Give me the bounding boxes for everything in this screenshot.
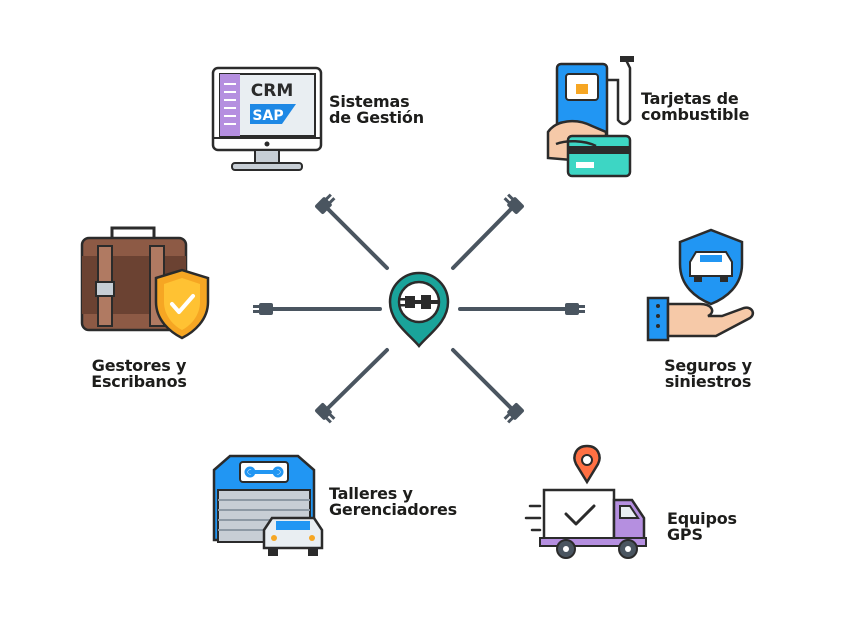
screen-title-crm: CRM bbox=[251, 81, 293, 101]
plug-end-top-right bbox=[503, 193, 524, 214]
insurance-hand-car-icon bbox=[646, 228, 755, 342]
label-equipos-gps: Equipos GPS bbox=[667, 511, 737, 543]
briefcase-shield-icon bbox=[80, 226, 210, 340]
label-line-2: Escribanos bbox=[91, 372, 187, 391]
screen-subtitle-sap: SAP bbox=[252, 108, 283, 124]
connector-line-bottom-left bbox=[322, 348, 389, 414]
gps-truck-icon bbox=[524, 444, 647, 559]
label-line-1: Talleres y bbox=[329, 484, 413, 503]
label-line-1: Equipos bbox=[667, 509, 737, 528]
label-line-2: siniestros bbox=[664, 372, 752, 391]
plug-end-right bbox=[565, 303, 585, 315]
fuel-card-icon bbox=[546, 56, 634, 178]
connector-line-bottom-right bbox=[451, 348, 517, 414]
plug-end-bottom-right bbox=[503, 403, 524, 424]
label-seguros-y-siniestros: Seguros y siniestros bbox=[650, 358, 766, 390]
monitor-crm-sap-icon: CRM SAP bbox=[211, 66, 323, 171]
plug-end-left bbox=[253, 303, 273, 315]
label-line-2: de Gestión bbox=[329, 108, 424, 127]
connector-line-top-left bbox=[322, 203, 389, 270]
connector-line-top-right bbox=[451, 203, 517, 270]
label-sistemas-de-gestion: Sistemas de Gestión bbox=[329, 94, 424, 126]
label-line-1: Gestores y bbox=[91, 356, 187, 375]
garage-car-icon bbox=[212, 454, 324, 556]
label-gestores-y-escribanos: Gestores y Escribanos bbox=[80, 358, 198, 390]
label-line-2: combustible bbox=[641, 105, 750, 124]
plug-end-top-left bbox=[315, 193, 336, 214]
plug-end-bottom-left bbox=[315, 403, 336, 424]
label-line-2: Gerenciadores bbox=[329, 500, 457, 519]
plug-connector-icon bbox=[388, 271, 450, 348]
label-line-1: Sistemas bbox=[329, 92, 410, 111]
label-talleres-y-gerenciadores: Talleres y Gerenciadores bbox=[329, 486, 457, 518]
connector-lines bbox=[270, 203, 568, 414]
label-line-1: Seguros y bbox=[664, 356, 752, 375]
label-line-2: GPS bbox=[667, 525, 703, 544]
label-line-1: Tarjetas de bbox=[641, 89, 739, 108]
label-tarjetas-de-combustible: Tarjetas de combustible bbox=[641, 91, 749, 123]
